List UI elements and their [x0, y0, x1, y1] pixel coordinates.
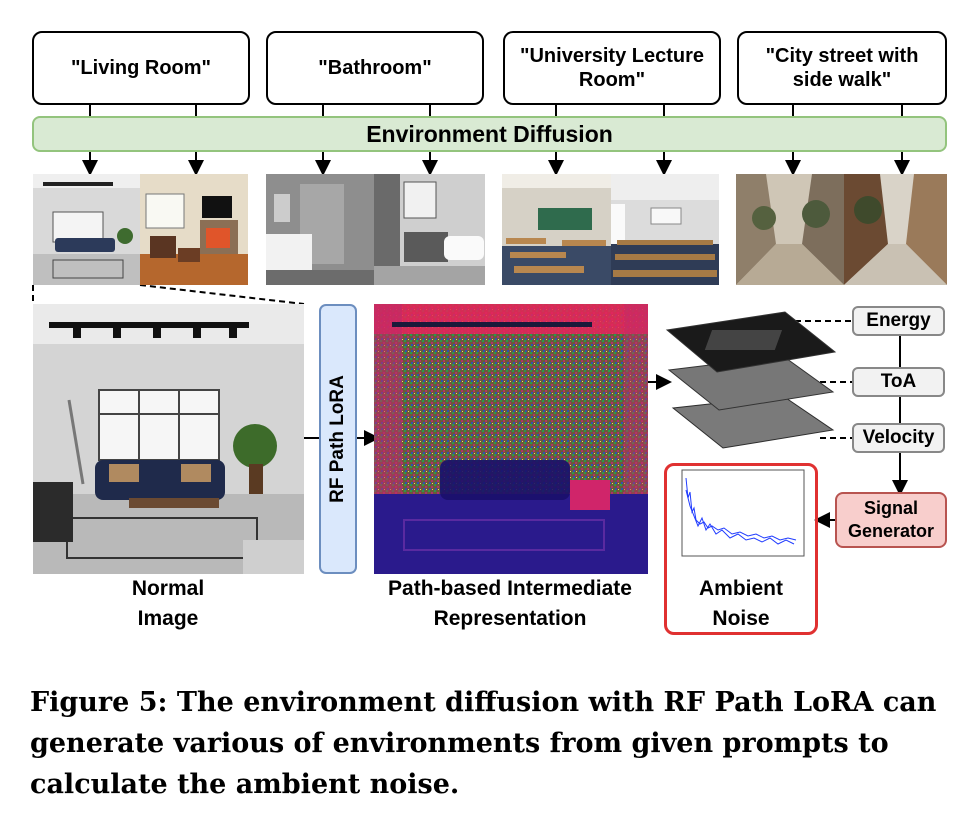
prompt-text: "Bathroom" — [318, 57, 432, 79]
prompt-city-street: "City street with side walk" — [737, 31, 947, 105]
ambient-noise-plot — [681, 469, 805, 557]
ambient-noise-text: Ambient Noise — [699, 577, 783, 630]
normal-image-label: Normal Image — [108, 574, 228, 634]
prompt-living-room: "Living Room" — [32, 31, 250, 105]
rf-path-lora-label: RF Path LoRA — [327, 375, 348, 503]
signal-generator-label: Signal Generator — [847, 498, 935, 541]
intermediate-text: Path-based Intermediate Representation — [388, 577, 632, 630]
environment-diffusion-label: Environment Diffusion — [366, 120, 613, 147]
intermediate-label: Path-based Intermediate Representation — [360, 574, 660, 634]
bathroom-image-2 — [374, 174, 485, 285]
living-room-image-2 — [140, 174, 248, 285]
city-street-image-2 — [844, 174, 947, 285]
bathroom-image-1 — [266, 174, 374, 285]
normal-image-text: Normal Image — [131, 577, 205, 630]
city-street-image-1 — [736, 174, 844, 285]
energy-label: Energy — [866, 310, 931, 331]
rf-path-lora-box: RF Path LoRA — [319, 304, 357, 574]
ambient-noise-label: Ambient Noise — [672, 574, 810, 634]
living-room-image-1 — [33, 174, 140, 285]
toa-box: ToA — [852, 367, 945, 397]
velocity-box: Velocity — [852, 423, 945, 453]
prompt-lecture-room: "University Lecture Room" — [503, 31, 721, 105]
intermediate-representation-image — [374, 304, 648, 574]
figure-caption: Figure 5: The environment diffusion with… — [30, 687, 937, 800]
prompt-text: "City street with side walk" — [765, 45, 919, 91]
lecture-room-image-2 — [611, 174, 719, 285]
ambient-noise-box — [664, 463, 818, 635]
prompt-bathroom: "Bathroom" — [266, 31, 484, 105]
prompt-text: "University Lecture Room" — [520, 45, 704, 91]
environment-diffusion-bar: Environment Diffusion — [32, 116, 947, 152]
toa-label: ToA — [880, 371, 917, 392]
energy-box: Energy — [852, 306, 945, 336]
normal-image — [33, 304, 304, 574]
prompt-text: "Living Room" — [70, 57, 212, 79]
lecture-room-image-1 — [502, 174, 611, 285]
velocity-label: Velocity — [862, 427, 935, 448]
signal-generator-box: Signal Generator — [835, 492, 947, 548]
rf-layers-stack — [665, 311, 837, 449]
